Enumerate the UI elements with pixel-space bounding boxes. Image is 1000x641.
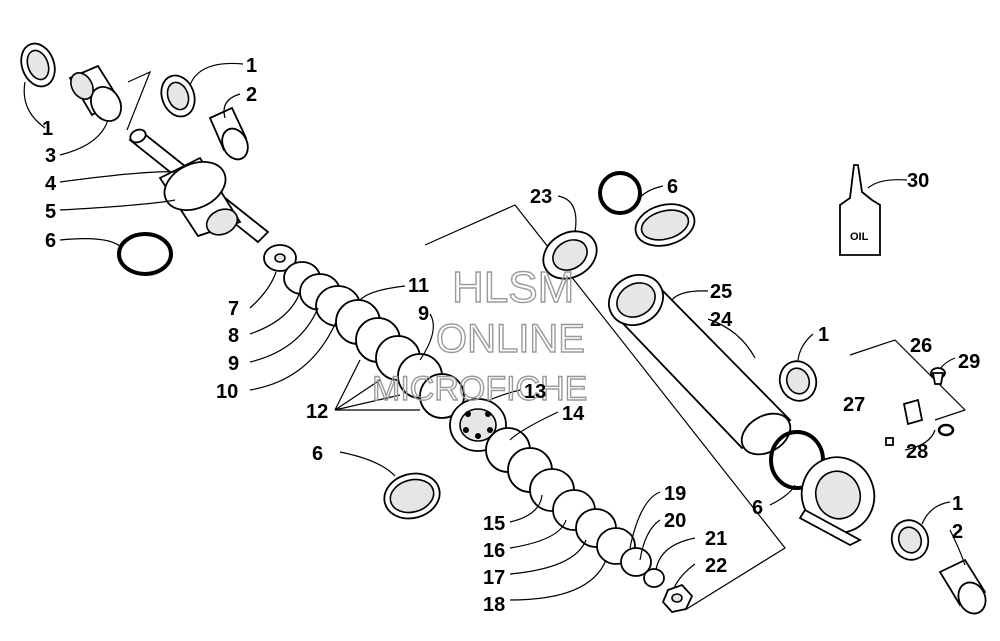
callout-16: 16 [483,540,505,562]
callout-6b: 6 [312,443,323,465]
watermark: HLSM ONLINE MICROFICHE [371,262,588,408]
watermark-line1: HLSM [452,263,574,312]
callout-6c: 6 [667,176,678,198]
callout-1a: 1 [246,55,257,77]
callout-9b: 9 [418,303,429,325]
callout-27: 27 [843,394,865,416]
shaft-rod [128,128,270,244]
sleeve-2-right [938,558,987,615]
callout-29: 29 [958,351,980,373]
piston-band-6 [383,472,441,520]
oil-label: OIL [850,231,869,243]
callout-1b: 1 [42,118,53,140]
callout-9a: 9 [228,353,239,375]
callout-numbers: 1 2 1 3 4 5 6 7 8 9 10 11 9 12 13 14 6 1… [42,55,980,616]
callout-15: 15 [483,513,505,535]
callout-14: 14 [562,403,585,425]
watermark-line2: ONLINE [436,317,585,361]
callout-8: 8 [228,325,239,347]
callout-28: 28 [906,441,928,463]
body-tube-25-24 [608,274,792,456]
callout-1d: 1 [952,493,963,515]
valve-parts-26-29 [885,367,955,446]
callout-20: 20 [664,510,686,532]
o-ring-6-top [598,171,642,215]
callout-2b: 2 [952,521,963,543]
callout-25: 25 [710,281,732,303]
lower-eye-body [798,456,876,547]
watermark-line3: MICROFICHE [372,370,587,408]
callout-22: 22 [705,555,727,577]
top-bushing-right [160,74,196,118]
callout-21: 21 [705,528,727,550]
o-ring-6-left [117,232,173,276]
top-sleeve [68,64,122,122]
shim-stack-lower [485,427,694,613]
oil-bottle-30: OIL [839,164,881,256]
callout-1c: 1 [818,324,829,346]
callout-19: 19 [664,483,686,505]
callout-30: 30 [907,170,929,192]
callout-26: 26 [910,335,932,357]
callout-4: 4 [45,173,57,195]
bushing-1-right-upper [778,360,818,402]
callout-17: 17 [483,567,505,589]
callout-13: 13 [524,381,546,403]
callout-18: 18 [483,594,505,616]
cap-23 [542,230,598,280]
assembly-boundary-lines [126,70,967,611]
callout-5: 5 [45,201,56,223]
callout-3: 3 [45,145,56,167]
callout-24: 24 [710,309,733,331]
callout-23: 23 [530,186,552,208]
callout-6d: 6 [752,497,763,519]
callout-10: 10 [216,381,238,403]
callout-2a: 2 [246,84,257,106]
callout-11: 11 [408,275,429,297]
leader-lines [23,62,966,601]
top-bushing-left [20,42,56,88]
shim-stack-upper [263,244,465,419]
callout-6a: 6 [45,230,56,252]
seal-band-6-top [634,203,696,247]
top-spacer-sleeve [208,106,249,161]
callout-12: 12 [306,401,328,423]
bushing-1-right-lower [890,519,930,561]
callout-7: 7 [228,298,239,320]
